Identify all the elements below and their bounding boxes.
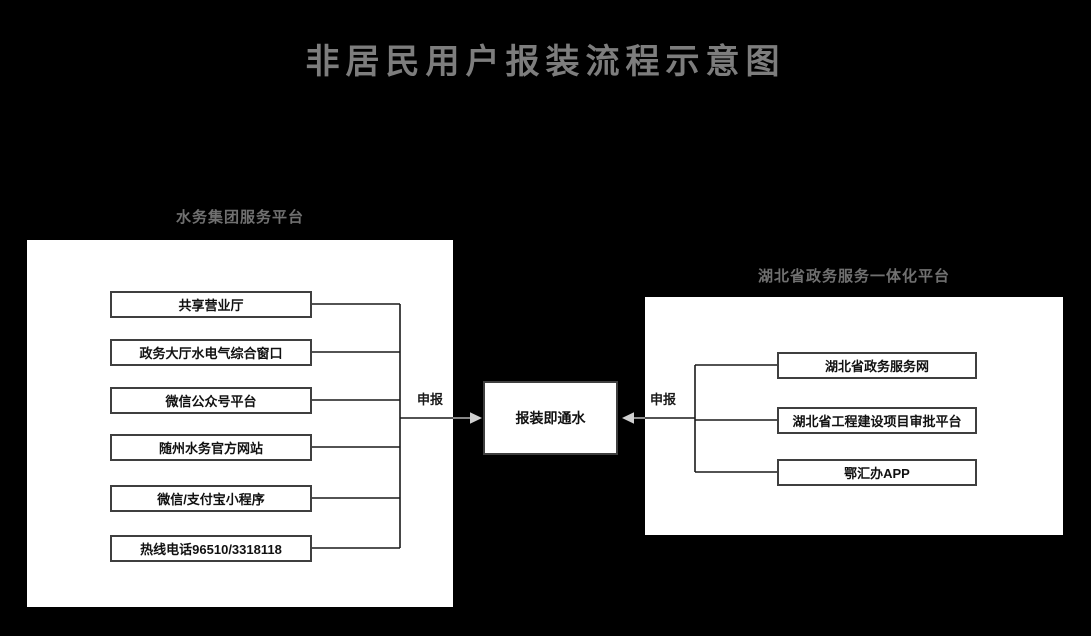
left-panel: 共享营业厅 政务大厅水电气综合窗口 微信公众号平台 随州水务官方网站 微信/支付…: [27, 240, 453, 607]
left-arrowhead-icon: [470, 412, 482, 424]
right-panel: 湖北省政务服务网 湖北省工程建设项目审批平台 鄂汇办APP: [645, 297, 1063, 535]
node-hubei-gov-service-site: 湖北省政务服务网: [777, 352, 977, 379]
node-shared-business-hall: 共享营业厅: [110, 291, 312, 318]
node-ehuiban-app: 鄂汇办APP: [777, 459, 977, 486]
node-wechat-official-account: 微信公众号平台: [110, 387, 312, 414]
right-arrow-label: 申报: [650, 392, 677, 407]
right-arrowhead-icon: [622, 412, 634, 424]
node-hubei-construction-approval-platform: 湖北省工程建设项目审批平台: [777, 407, 977, 434]
node-water-connection: 报装即通水: [483, 381, 618, 455]
left-panel-label: 水务集团服务平台: [175, 209, 304, 226]
right-panel-label: 湖北省政务服务一体化平台: [757, 268, 950, 285]
node-gov-hall-utility-window: 政务大厅水电气综合窗口: [110, 339, 312, 366]
left-arrow-label: 申报: [417, 392, 444, 407]
node-hotline-phone: 热线电话96510/3318118: [110, 535, 312, 562]
diagram-title: 非居民用户报装流程示意图: [305, 43, 786, 81]
node-wechat-alipay-miniprogram: 微信/支付宝小程序: [110, 485, 312, 512]
node-suizhou-water-website: 随州水务官方网站: [110, 434, 312, 461]
